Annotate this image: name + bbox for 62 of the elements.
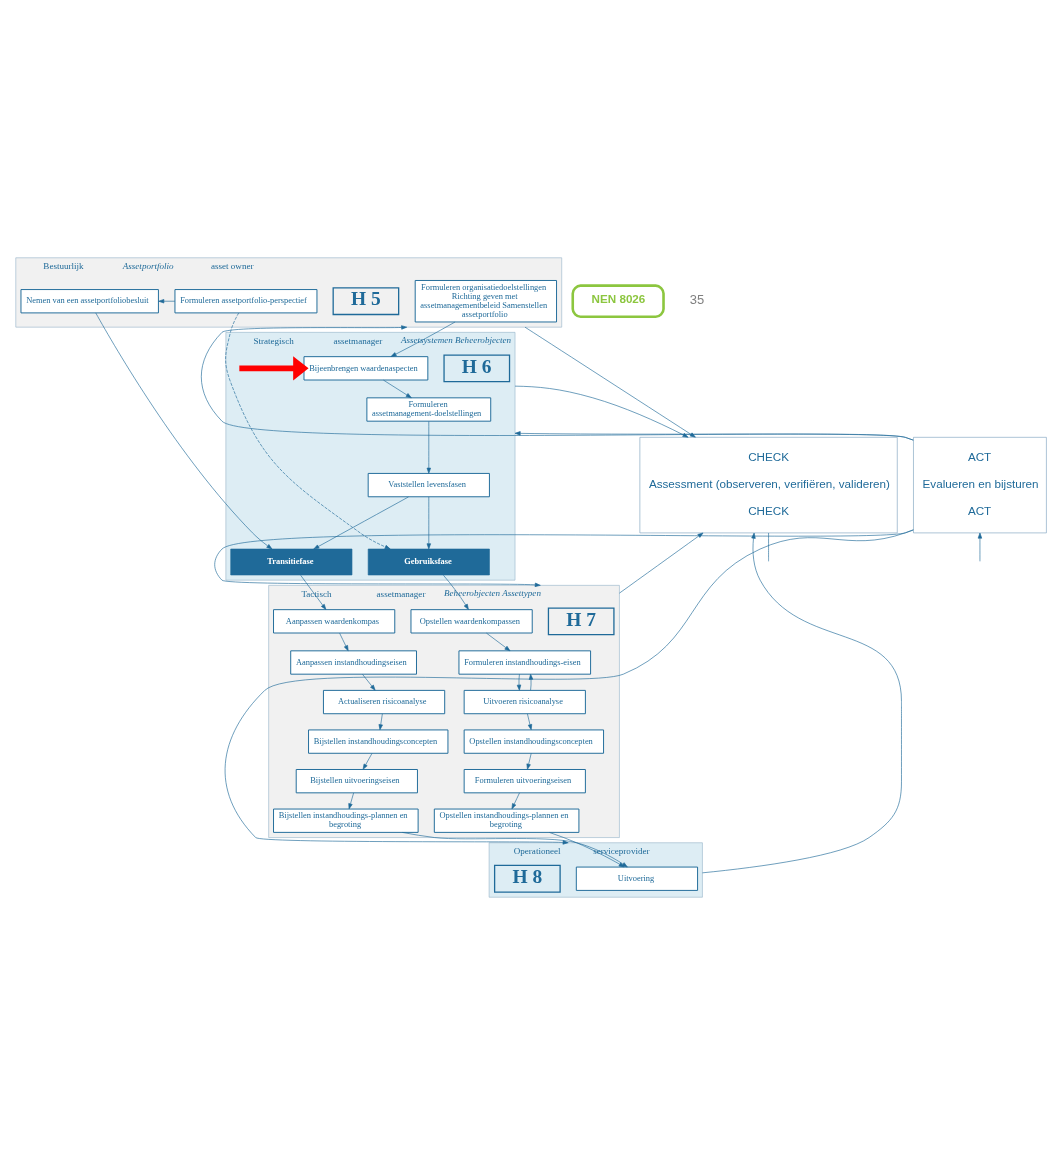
arrow: [239, 355, 309, 380]
node-box: Bijstellen uitvoeringseisen: [295, 768, 418, 793]
arrow: [528, 673, 534, 691]
node-box: ACT Evalueren en bijsturen ACT: [913, 436, 1047, 533]
arrow: [486, 632, 511, 651]
node-box: Opstellen instandhoudings-plannen en begroting: [433, 808, 580, 833]
node-box: H 6: [443, 353, 511, 382]
arrow: [95, 312, 273, 549]
arrow: [339, 632, 349, 651]
node-box: H 5: [332, 286, 400, 315]
node-box: Formuleren instandhoudings-eisen: [458, 649, 592, 675]
node-box: Actualiseren risicoanalyse: [322, 689, 446, 714]
arrow: [300, 574, 327, 610]
node-box: Bijstellen instandhoudingsconcepten: [308, 728, 449, 754]
node-box: NEN 8026: [571, 283, 665, 318]
arrow: [224, 528, 914, 845]
node-box: Nemen van een assetportfoliobesluit: [20, 288, 159, 313]
arrow: [619, 532, 704, 593]
node-box: Formuleren assetmanagement-doelstellingen: [366, 396, 492, 422]
arrow: [362, 752, 373, 770]
arrow: [548, 831, 625, 867]
arrow: [514, 430, 914, 440]
node-box: Uitvoering: [575, 866, 699, 891]
node-box: Opstellen instandhoudingsconcepten: [463, 728, 605, 754]
node-box: Formuleren organisatiedoelstellingen Richting geven met assetmanagementbeleid Samenstellen assetportfolio: [414, 279, 558, 322]
arrow: [526, 752, 532, 770]
arrow: [527, 712, 533, 730]
node-box: H 7: [547, 606, 615, 635]
node-box: CHECK Assessment (observeren, verifiëren, valideren) CHECK: [639, 436, 898, 533]
node-box: Formuleren uitvoeringseisen: [463, 768, 586, 793]
node-box: Vaststellen levensfasen: [367, 472, 490, 497]
node-box: Formuleren assetportfolio-perspectief: [174, 288, 318, 313]
node-box: Bijeenbrengen waardenaspecten: [303, 355, 429, 380]
arrow: [426, 420, 431, 474]
arrow: [426, 496, 431, 549]
node-box: Gebruiksfase: [367, 548, 490, 575]
arrow: [511, 792, 520, 809]
arrow: [524, 326, 696, 438]
arrow: [401, 831, 628, 867]
arrow: [158, 298, 176, 303]
node-box: Bijstellen instandhoudings-plannen en begroting: [273, 808, 419, 833]
connector: [768, 532, 769, 562]
arrow: [378, 712, 383, 730]
arrow: [977, 532, 983, 562]
node-box: Transitiefase: [230, 548, 353, 575]
node-box: Opstellen waardenkompassen: [410, 608, 533, 633]
arrow: [313, 496, 409, 549]
label: 35: [689, 291, 705, 307]
arrow: [362, 673, 376, 691]
arrow: [516, 673, 522, 691]
node-box: H 8: [493, 864, 561, 893]
arrow: [383, 379, 412, 398]
arrow: [443, 574, 469, 610]
arrow: [514, 385, 689, 438]
arrow: [390, 321, 456, 357]
arrow: [201, 324, 914, 440]
arrow: [348, 792, 354, 809]
node-box: Uitvoeren risicoanalyse: [463, 689, 586, 714]
arrow: [225, 312, 391, 549]
node-box: Aanpassen instandhoudingseisen: [290, 649, 417, 675]
node-box: Aanpassen waardenkompas: [273, 608, 396, 633]
arrow: [702, 532, 902, 873]
